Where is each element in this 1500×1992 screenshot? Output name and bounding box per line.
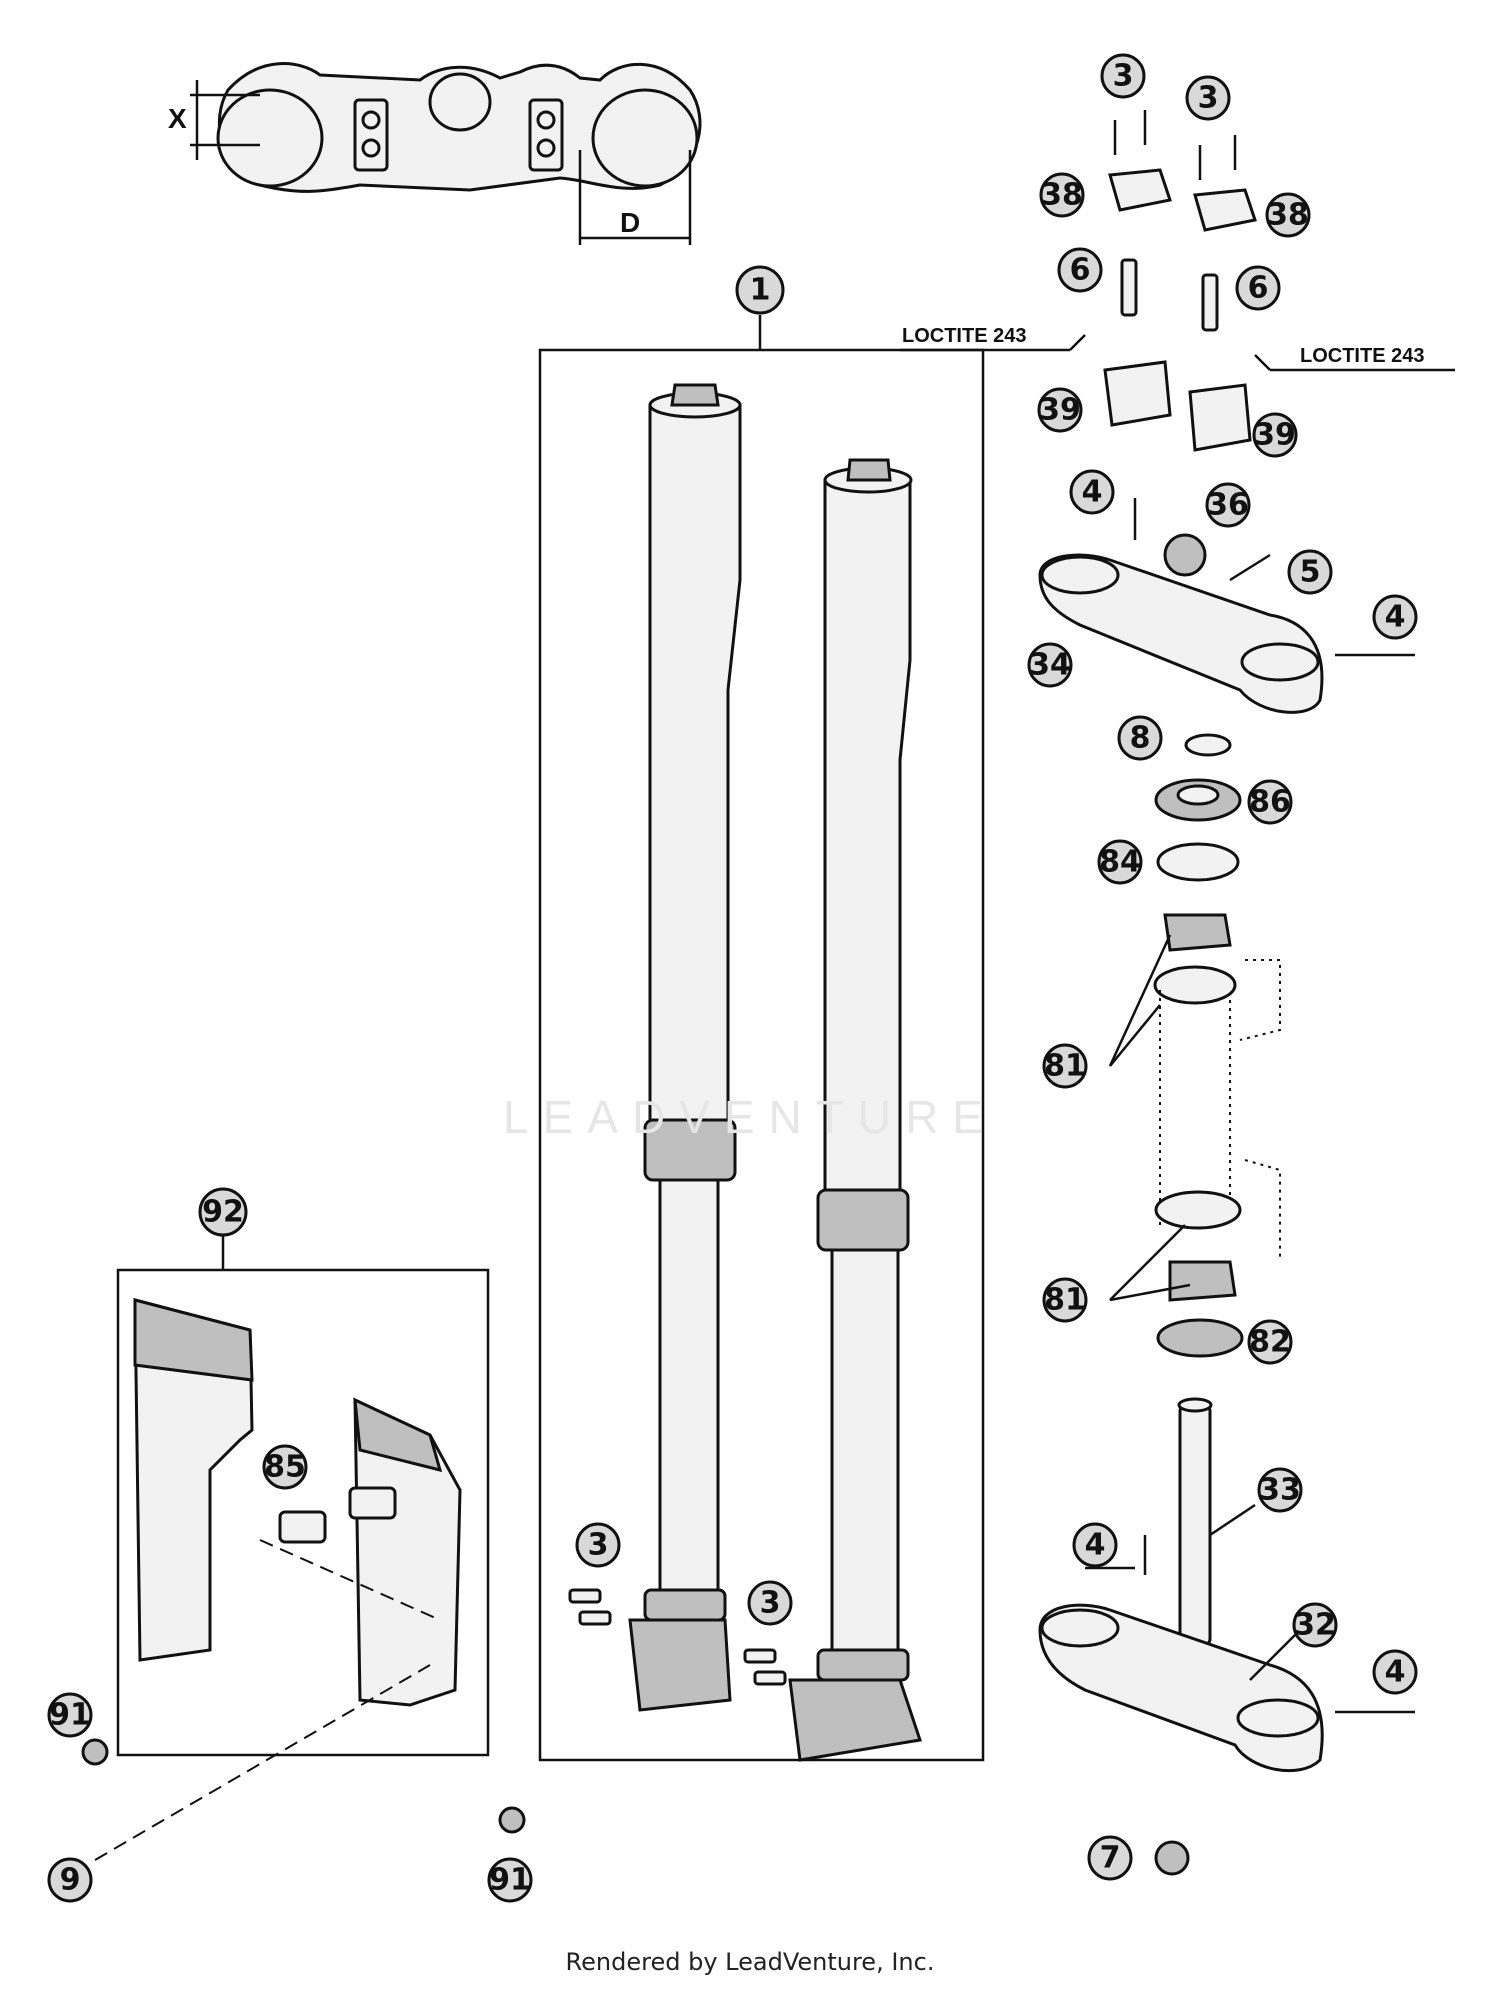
- callout-85: 85: [262, 1444, 308, 1490]
- callout-38: 38: [1265, 192, 1311, 238]
- callout-38: 38: [1039, 172, 1085, 218]
- svg-text:5: 5: [1300, 555, 1321, 590]
- callout-9: 9: [47, 1857, 93, 1903]
- svg-text:39: 39: [1039, 393, 1081, 428]
- callout-1: 1: [735, 265, 785, 315]
- svg-text:8: 8: [1130, 721, 1151, 756]
- dimension-d-label: D: [620, 207, 640, 238]
- svg-text:91: 91: [49, 1698, 91, 1733]
- svg-text:1: 1: [750, 273, 771, 308]
- callout-34: 34: [1027, 642, 1073, 688]
- steering-head-assembly: [1038, 110, 1415, 1876]
- callout-3: 3: [747, 1580, 793, 1626]
- svg-text:4: 4: [1385, 600, 1406, 635]
- callout-81: 81: [1042, 1277, 1088, 1323]
- svg-text:81: 81: [1044, 1049, 1086, 1084]
- callout-7: 7: [1087, 1835, 1133, 1881]
- callout-39: 39: [1252, 412, 1298, 458]
- callout-4: 4: [1072, 1522, 1118, 1568]
- callout-39: 39: [1037, 387, 1083, 433]
- svg-text:38: 38: [1267, 198, 1309, 233]
- svg-text:4: 4: [1082, 475, 1103, 510]
- callout-84: 84: [1097, 839, 1143, 885]
- callout-3: 3: [1185, 75, 1231, 121]
- footer-credit: Rendered by LeadVenture, Inc.: [565, 1948, 935, 1976]
- callout-6: 6: [1057, 247, 1103, 293]
- callout-4: 4: [1069, 469, 1115, 515]
- triple-clamp-detail-view: X D: [168, 62, 702, 245]
- svg-text:36: 36: [1207, 488, 1249, 523]
- svg-text:39: 39: [1254, 418, 1296, 453]
- svg-text:4: 4: [1085, 1528, 1106, 1563]
- loctite-label-right: LOCTITE 243: [1300, 345, 1424, 367]
- svg-text:34: 34: [1029, 648, 1071, 683]
- svg-text:32: 32: [1294, 1608, 1336, 1643]
- svg-text:38: 38: [1041, 178, 1083, 213]
- svg-text:91: 91: [489, 1863, 531, 1898]
- svg-text:85: 85: [264, 1450, 306, 1485]
- svg-text:6: 6: [1070, 253, 1091, 288]
- callout-36: 36: [1205, 482, 1251, 528]
- svg-text:84: 84: [1099, 845, 1141, 880]
- fork-guard-kit: [81, 1235, 526, 1861]
- svg-text:92: 92: [202, 1195, 244, 1230]
- callout-3: 3: [1100, 53, 1146, 99]
- callout-82: 82: [1247, 1319, 1293, 1365]
- fork-assembly: [538, 315, 985, 1762]
- dimension-x-label: X: [168, 103, 187, 134]
- svg-text:9: 9: [60, 1863, 81, 1898]
- callout-32: 32: [1292, 1602, 1338, 1648]
- svg-text:3: 3: [588, 1528, 609, 1563]
- svg-text:33: 33: [1259, 1473, 1301, 1508]
- callout-3: 3: [575, 1522, 621, 1568]
- svg-text:3: 3: [760, 1586, 781, 1621]
- callout-33: 33: [1257, 1467, 1303, 1513]
- svg-text:82: 82: [1249, 1325, 1291, 1360]
- callout-86: 86: [1247, 779, 1293, 825]
- callout-91: 91: [487, 1857, 533, 1903]
- svg-text:7: 7: [1100, 1841, 1121, 1876]
- svg-text:3: 3: [1198, 81, 1219, 116]
- callout-8: 8: [1117, 715, 1163, 761]
- callout-5: 5: [1287, 549, 1333, 595]
- callout-91: 91: [47, 1692, 93, 1738]
- callout-4: 4: [1372, 594, 1418, 640]
- callout-4: 4: [1372, 1649, 1418, 1695]
- loctite-label-left: LOCTITE 243: [902, 325, 1026, 347]
- callout-6: 6: [1235, 265, 1281, 311]
- callout-92: 92: [198, 1187, 248, 1237]
- svg-text:3: 3: [1113, 59, 1134, 94]
- callout-81: 81: [1042, 1043, 1088, 1089]
- svg-text:6: 6: [1248, 271, 1269, 306]
- svg-text:86: 86: [1249, 785, 1291, 820]
- svg-text:81: 81: [1044, 1283, 1086, 1318]
- svg-text:4: 4: [1385, 1655, 1406, 1690]
